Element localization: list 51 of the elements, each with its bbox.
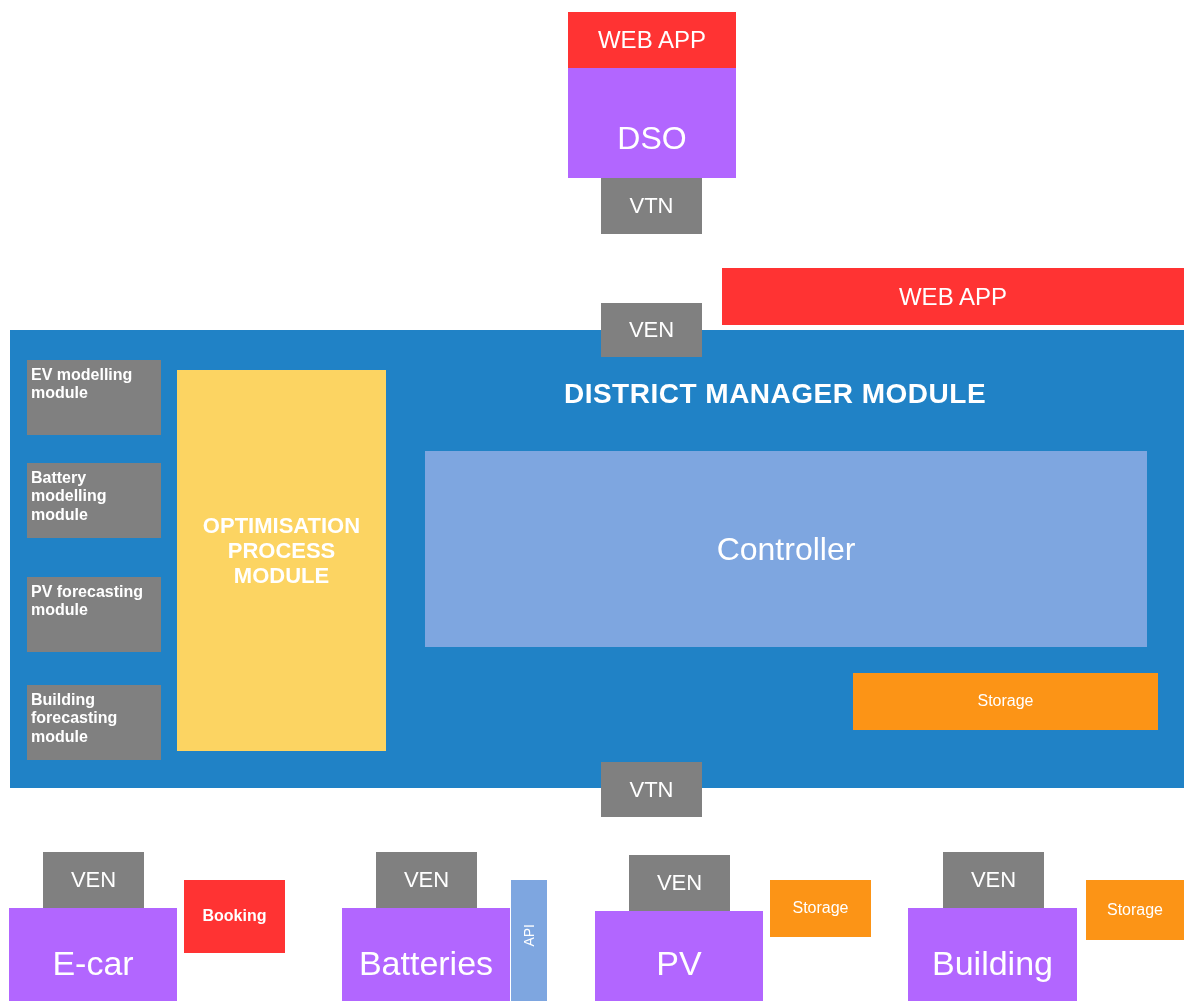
storage-box (770, 880, 871, 937)
module-box (27, 360, 161, 435)
box-label: WEB APP (597, 26, 706, 54)
web-app-bar (722, 268, 1184, 325)
device-box (342, 908, 510, 1001)
api-label: API (520, 924, 538, 947)
box-label: DSO (617, 120, 687, 157)
controller-box (425, 451, 1147, 647)
box-label: VEN (628, 317, 675, 343)
box-label: Building (932, 943, 1053, 983)
storage-box (1086, 880, 1184, 940)
box-label: Batteries (358, 943, 494, 983)
device-box (908, 908, 1077, 1001)
box-label: Storage (977, 692, 1034, 711)
ven-box (43, 852, 144, 908)
box-label: VTN (629, 193, 674, 219)
box-label: OPTIMISATION PROCESS MODULE (201, 512, 362, 589)
module-title: DISTRICT MANAGER MODULE (562, 378, 988, 411)
module-box (27, 463, 161, 538)
box-label: Controller (716, 530, 856, 568)
vtn-box (601, 178, 702, 234)
box-label: EV modelling module (31, 366, 134, 403)
box-label: PV (656, 943, 702, 983)
box-label: VTN (629, 776, 674, 803)
box-label: VEN (403, 867, 450, 893)
box-label: Storage (792, 899, 849, 918)
box-label: VEN (970, 867, 1017, 893)
optimisation-module-box (177, 370, 386, 751)
storage-box (853, 673, 1158, 730)
ven-box (601, 303, 702, 357)
box-label: Building forecasting module (31, 691, 119, 747)
box-label: WEB APP (898, 282, 1007, 311)
box-label: E-car (52, 943, 134, 983)
web-app-bar (568, 12, 736, 68)
box-label: Battery modelling module (31, 469, 108, 525)
vtn-box (601, 762, 702, 817)
actor-box (568, 68, 736, 178)
booking-box (184, 880, 285, 953)
ven-box (629, 855, 730, 911)
box-label: Storage (1106, 900, 1163, 920)
box-label: VEN (70, 867, 117, 893)
device-box (9, 908, 177, 1001)
module-box (27, 577, 161, 652)
box-label: Booking (202, 907, 267, 926)
api-bar (511, 880, 547, 1001)
box-label: PV forecasting module (31, 583, 145, 620)
box-label: VEN (656, 870, 703, 896)
device-box (595, 911, 763, 1001)
ven-box (943, 852, 1044, 908)
module-box (27, 685, 161, 760)
ven-box (376, 852, 477, 908)
